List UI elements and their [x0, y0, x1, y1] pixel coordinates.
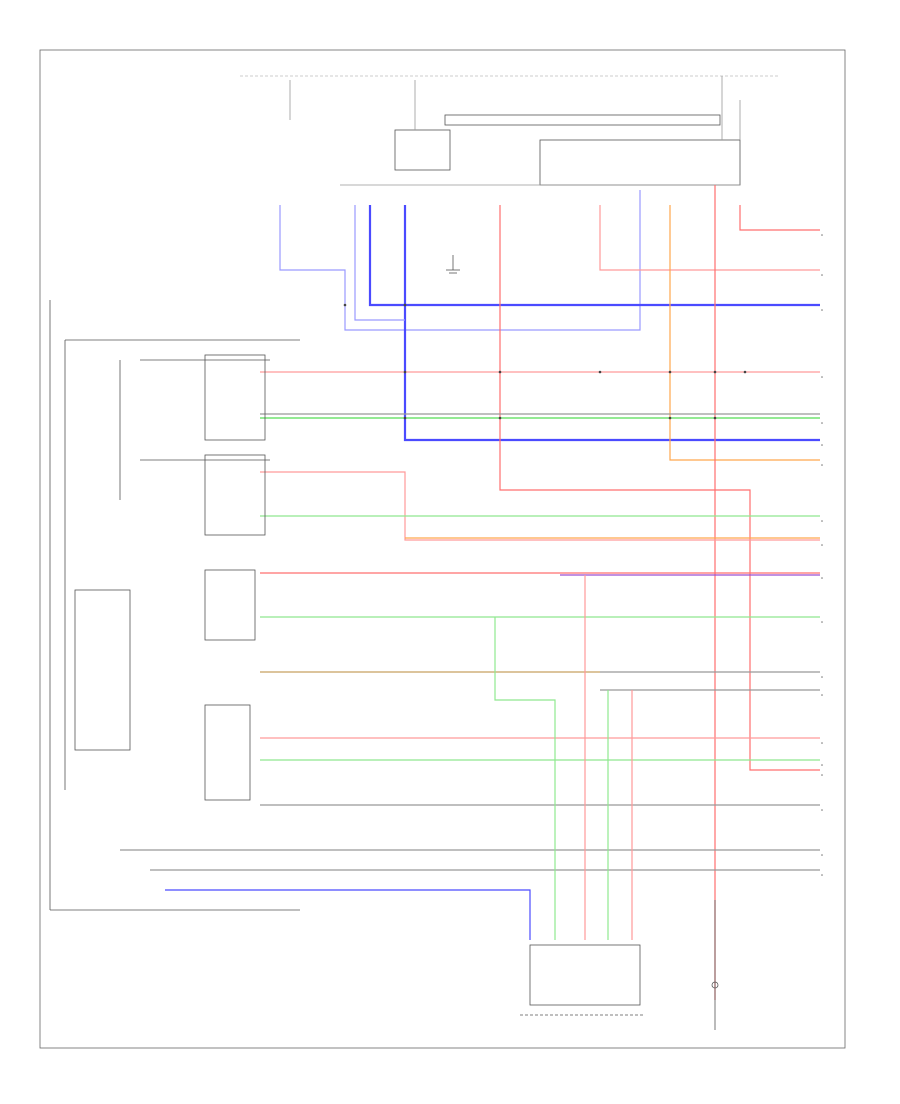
wire-blue-1 [368, 205, 820, 307]
terminal-dot [821, 309, 823, 311]
wire-orange-7 [669, 205, 820, 461]
ground-icon [446, 255, 460, 274]
terminal-dot [821, 694, 823, 696]
terminal-dot [821, 809, 823, 811]
terminal-dot [821, 444, 823, 446]
wire-red-6 [739, 205, 820, 231]
switch-block-1 [204, 354, 266, 441]
switch-block-4 [204, 704, 251, 801]
terminal-dot [821, 577, 823, 579]
terminal-dot [821, 854, 823, 856]
window-control-switch [520, 944, 645, 1016]
junction-dot [343, 303, 347, 307]
switch-block-main [74, 589, 131, 751]
terminal-dot [821, 874, 823, 876]
terminal-dot [821, 520, 823, 522]
wire-pink-5 [599, 205, 820, 271]
terminal-dot [821, 376, 823, 378]
junction-dot [403, 416, 407, 420]
diagram-frame [39, 49, 846, 1049]
junction-dot [668, 370, 672, 374]
junction-dot [498, 370, 502, 374]
terminal-dot [821, 274, 823, 276]
relay-bus-box [444, 114, 721, 126]
terminal-dot [821, 234, 823, 236]
terminal-dot [821, 544, 823, 546]
relay-box-main [394, 129, 451, 171]
door-switch [711, 900, 719, 1030]
junction-dot [598, 370, 602, 374]
switch-block-2 [204, 454, 266, 536]
header-feeds [289, 76, 741, 140]
wire-light_blue-3 [354, 205, 405, 321]
wire-blue-26 [165, 889, 531, 940]
junction-dot [403, 370, 407, 374]
terminal-dot [821, 464, 823, 466]
wire-pink-12 [260, 471, 820, 541]
wire-light_blue-0 [279, 190, 641, 331]
fuse-block [539, 139, 741, 186]
junction-dot [743, 370, 747, 374]
terminal-dot [821, 621, 823, 623]
junction-dot [498, 416, 502, 420]
junction-dot [403, 303, 407, 307]
wire-blue-2 [403, 205, 820, 442]
switch-block-3 [204, 569, 256, 641]
wire-harness [120, 185, 820, 1000]
terminal-dot [821, 676, 823, 678]
terminal-marks [343, 234, 823, 876]
terminal-dot [821, 422, 823, 424]
junction-dot [713, 416, 717, 420]
wire-red-4 [499, 205, 820, 771]
junction-dot [713, 370, 717, 374]
terminal-dot [821, 742, 823, 744]
terminal-dot [821, 774, 823, 776]
wire-light_green-27 [494, 617, 556, 940]
terminal-dot [821, 764, 823, 766]
left-switch-group [49, 300, 300, 911]
junction-dot [668, 416, 672, 420]
